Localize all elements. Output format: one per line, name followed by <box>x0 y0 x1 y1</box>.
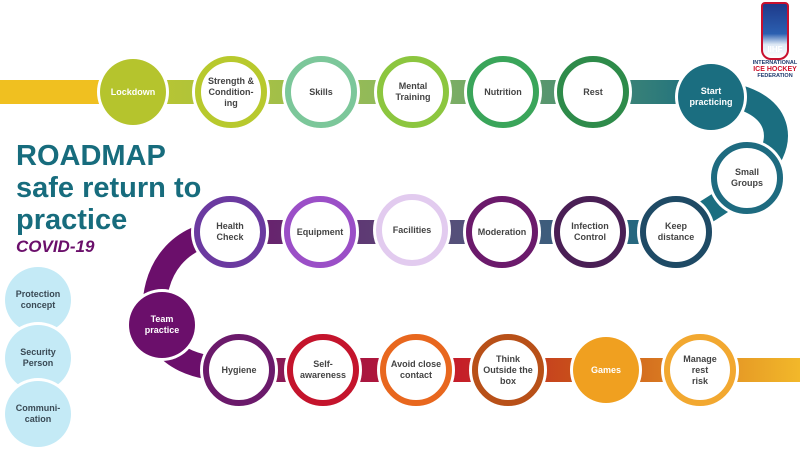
roadmap-stop: Think Outside the box <box>472 334 544 406</box>
logo-line1: INTERNATIONAL <box>752 60 798 66</box>
roadmap-stop: Health Check <box>194 196 266 268</box>
roadmap-stop: Start practicing <box>678 64 744 130</box>
roadmap-stop: Small Groups <box>711 142 783 214</box>
stop-label: Moderation <box>477 226 527 237</box>
side-item-communication: Communi- cation <box>5 381 71 447</box>
iihf-shield-icon: IIHF <box>761 2 789 60</box>
stop-label: Start practicing <box>689 86 733 107</box>
iihf-logo: IIHF INTERNATIONAL ICE HOCKEY FEDERATION <box>752 2 798 79</box>
logo-mark: IIHF <box>767 45 783 54</box>
stop-label: Keep distance <box>657 221 695 242</box>
stop-label: Hygiene <box>221 364 257 375</box>
roadmap-stop: Team practice <box>129 292 195 358</box>
stop-label: Skills <box>309 86 333 97</box>
title-line2: safe return to <box>16 172 202 204</box>
stop-label: Think Outside the box <box>483 353 533 386</box>
stop-label: Mental Training <box>395 81 431 102</box>
logo-line2: ICE HOCKEY <box>753 66 797 73</box>
roadmap-stop: Self- awareness <box>287 334 359 406</box>
stop-label: Manage rest risk <box>683 353 717 386</box>
title-roadmap: ROADMAP <box>16 140 166 172</box>
stop-label: Small Groups <box>730 167 763 188</box>
roadmap-stop: Rest <box>557 56 629 128</box>
title-line3: practice <box>16 204 128 236</box>
side-item-label: Security Person <box>20 347 56 368</box>
stop-label: Nutrition <box>484 86 522 97</box>
roadmap-stop: Games <box>573 337 639 403</box>
stop-label: Facilities <box>392 224 432 235</box>
band-start <box>0 80 110 104</box>
stop-label: Team practice <box>144 314 180 335</box>
roadmap-stop: Equipment <box>284 196 356 268</box>
roadmap-stop: Manage rest risk <box>664 334 736 406</box>
stop-label: Health Check <box>216 221 244 242</box>
roadmap-stop: Facilities <box>376 194 448 266</box>
roadmap-stop: Infection Control <box>554 196 626 268</box>
stop-label: Avoid close contact <box>390 359 442 380</box>
stop-label: Rest <box>583 86 603 97</box>
stop-label: Self- awareness <box>299 359 347 380</box>
roadmap-stop: Lockdown <box>100 59 166 125</box>
side-item-label: Communi- cation <box>15 403 61 424</box>
stop-label: Equipment <box>296 226 344 237</box>
roadmap-stop: Keep distance <box>640 196 712 268</box>
stop-label: Strength & Condition- ing <box>208 75 254 108</box>
roadmap-stop: Nutrition <box>467 56 539 128</box>
roadmap-stop: Strength & Condition- ing <box>195 56 267 128</box>
roadmap-stop: Skills <box>285 56 357 128</box>
stop-label: Games <box>590 364 622 375</box>
roadmap-stop: Mental Training <box>377 56 449 128</box>
subtitle-covid: COVID-19 <box>16 237 95 256</box>
roadmap-stop: Moderation <box>466 196 538 268</box>
roadmap-stop: Hygiene <box>203 334 275 406</box>
logo-line3: FEDERATION <box>757 73 793 79</box>
side-item-security: Security Person <box>5 325 71 391</box>
side-item-protection: Protection concept <box>5 267 71 333</box>
side-item-label: Protection concept <box>15 289 61 310</box>
stop-label: Lockdown <box>110 86 156 97</box>
stop-label: Infection Control <box>571 221 609 242</box>
roadmap-stop: Avoid close contact <box>380 334 452 406</box>
